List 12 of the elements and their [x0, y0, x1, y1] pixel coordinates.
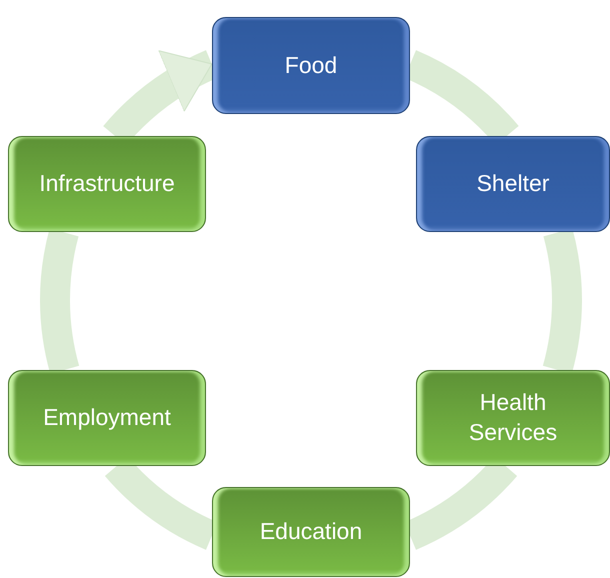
node-label: Food — [284, 50, 338, 80]
process-box — [416, 370, 610, 466]
node-label: Infrastructure — [38, 169, 176, 198]
process-box — [416, 136, 610, 232]
process-box — [8, 370, 206, 466]
node-label: Health Services — [468, 388, 558, 447]
process-box — [212, 487, 410, 577]
process-box — [212, 17, 410, 114]
process-box — [8, 136, 206, 232]
node-label: Education — [258, 517, 364, 546]
node-label: Shelter — [476, 169, 550, 198]
node-label: Employment — [42, 403, 172, 432]
